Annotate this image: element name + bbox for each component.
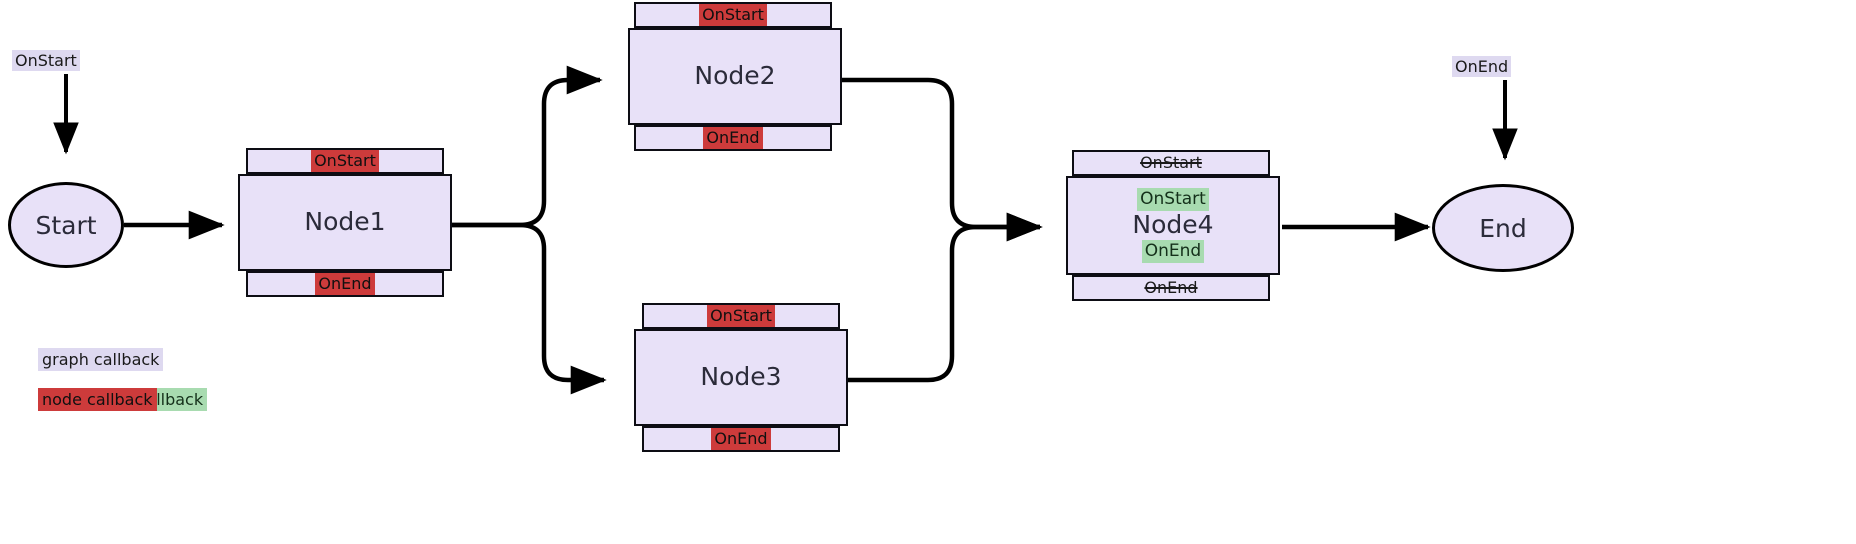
node4-onstart-node-callback-disabled: OnStart: [1140, 153, 1202, 172]
node1-main-box[interactable]: Node1: [238, 174, 452, 271]
node-start[interactable]: Start: [8, 182, 124, 268]
node2-onstart-callback: OnStart: [699, 4, 767, 26]
node3-top-band: OnStart: [642, 303, 840, 329]
node3-onend-callback: OnEnd: [711, 428, 771, 450]
node4-onstart-component-callback: OnStart: [1137, 188, 1209, 212]
graph-callback-onstart-label: OnStart: [12, 50, 80, 71]
legend-label-graph-callback: graph callback: [38, 348, 164, 371]
node-end-label: End: [1479, 213, 1527, 243]
node2-top-band: OnStart: [634, 2, 832, 28]
node3-onstart-callback: OnStart: [707, 305, 775, 327]
node1-top-band: OnStart: [246, 148, 444, 174]
node3-bottom-band: OnEnd: [642, 426, 840, 452]
node4-title: Node4: [1132, 210, 1214, 240]
node1-onend-callback: OnEnd: [315, 273, 375, 295]
node3-title: Node3: [700, 362, 782, 392]
node1-onstart-callback: OnStart: [311, 150, 379, 172]
node2-title: Node2: [694, 61, 776, 91]
node-end[interactable]: End: [1432, 184, 1574, 272]
node-start-label: Start: [35, 210, 97, 240]
node4-main-box[interactable]: OnStart Node4 OnEnd: [1066, 176, 1280, 275]
node4-top-band: OnStart: [1072, 150, 1270, 176]
node1-title: Node1: [304, 207, 386, 237]
node4-onend-component-callback: OnEnd: [1141, 239, 1205, 263]
node4-bottom-band: OnEnd: [1072, 275, 1270, 301]
node4-onend-node-callback-disabled: OnEnd: [1144, 278, 1198, 297]
node2-onend-callback: OnEnd: [703, 127, 763, 149]
edge-node3-to-node4: [848, 212, 1043, 383]
edge-node1-to-node3: [452, 222, 607, 395]
node2-bottom-band: OnEnd: [634, 125, 832, 151]
node2-main-box[interactable]: Node2: [628, 28, 842, 125]
graph-callback-onend-label: OnEnd: [1452, 56, 1512, 77]
node1-bottom-band: OnEnd: [246, 271, 444, 297]
node3-main-box[interactable]: Node3: [634, 329, 848, 426]
edge-node2-to-node4: [842, 77, 1043, 242]
edge-node1-to-node2: [452, 65, 603, 228]
legend: graph callback node callback component c…: [38, 348, 208, 428]
legend-row-graph-callback: graph callback: [38, 348, 207, 371]
legend-label-node-callback: node callback: [38, 388, 157, 411]
